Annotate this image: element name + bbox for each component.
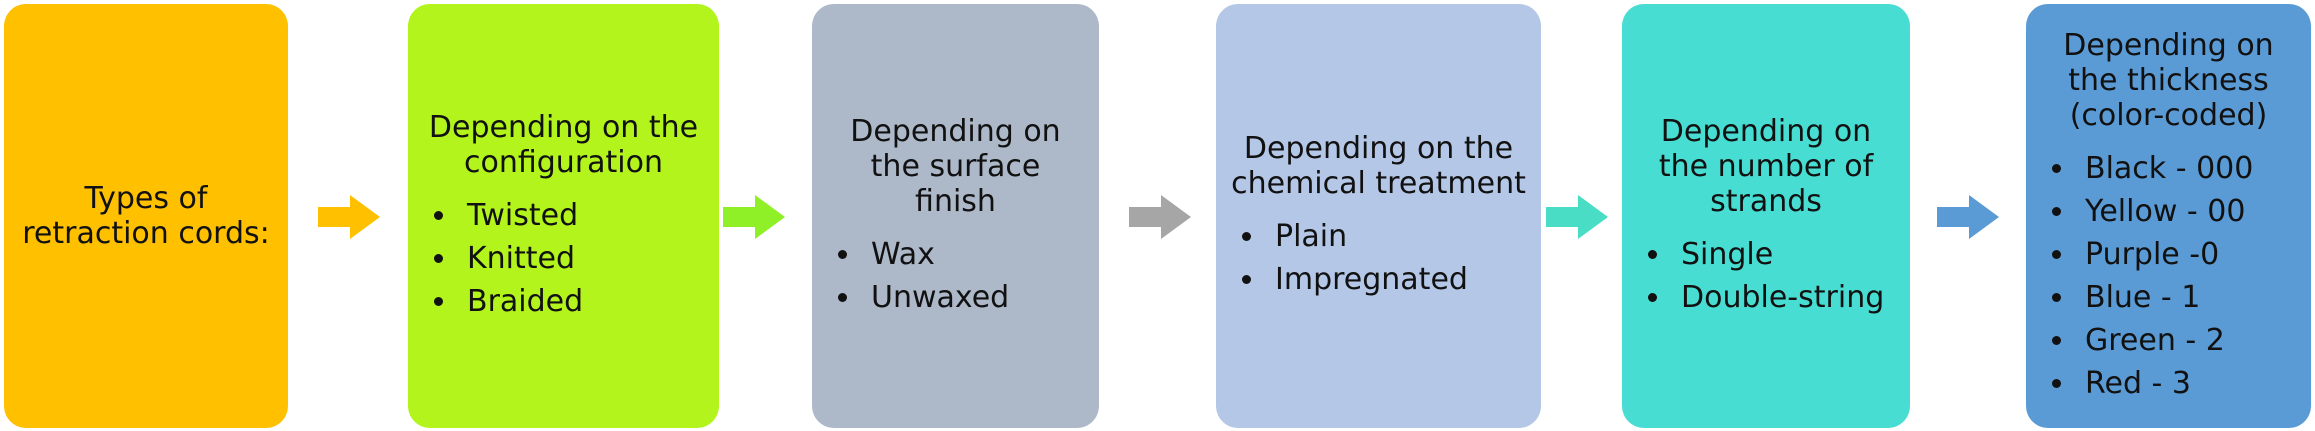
list-item: Blue - 1	[2052, 276, 2253, 319]
list-item: Braided	[434, 280, 583, 323]
step-box-configuration: Depending on the configuration Twisted K…	[408, 4, 719, 428]
step-title: Depending on the number of strands	[1658, 113, 1874, 219]
step-item-list: Wax Unwaxed	[838, 233, 1009, 319]
arrow-shape	[318, 195, 380, 239]
step-box-chemical-treatment: Depending on the chemical treatment Plai…	[1216, 4, 1541, 428]
step-title: Depending on the configuration	[428, 109, 699, 180]
arrow-shape	[1937, 195, 1999, 239]
arrow-shape	[723, 195, 785, 239]
step-item-list: Twisted Knitted Braided	[434, 194, 583, 323]
list-item: Plain	[1242, 215, 1468, 258]
arrow-right-icon	[318, 195, 380, 239]
step-title: Depending on the surface finish	[850, 113, 1061, 219]
step-box-surface-finish: Depending on the surface finish Wax Unwa…	[812, 4, 1099, 428]
step-item-list: Plain Impregnated	[1242, 215, 1468, 301]
arrow-shape	[1546, 195, 1608, 239]
list-item: Yellow - 00	[2052, 190, 2253, 233]
list-item: Single	[1648, 233, 1884, 276]
list-item: Wax	[838, 233, 1009, 276]
list-item: Green - 2	[2052, 319, 2253, 362]
step-item-list: Black - 000 Yellow - 00 Purple -0 Blue -…	[2052, 147, 2253, 405]
list-item: Double-string	[1648, 276, 1884, 319]
list-item: Red - 3	[2052, 362, 2253, 405]
arrow-right-icon	[1129, 195, 1191, 239]
list-item: Purple -0	[2052, 233, 2253, 276]
step-title: Depending on the chemical treatment	[1231, 131, 1526, 201]
arrow-right-icon	[723, 195, 785, 239]
list-item: Knitted	[434, 237, 583, 280]
arrow-shape	[1129, 195, 1191, 239]
step-title: Depending on the thickness (color-coded)	[2063, 27, 2274, 133]
step-title: Types of retraction cords:	[22, 181, 270, 251]
step-box-thickness: Depending on the thickness (color-coded)…	[2026, 4, 2311, 428]
step-item-list: Single Double-string	[1648, 233, 1884, 319]
step-box-types: Types of retraction cords:	[4, 4, 288, 428]
list-item: Twisted	[434, 194, 583, 237]
list-item: Black - 000	[2052, 147, 2253, 190]
arrow-right-icon	[1546, 195, 1608, 239]
list-item: Unwaxed	[838, 276, 1009, 319]
step-box-number-of-strands: Depending on the number of strands Singl…	[1622, 4, 1910, 428]
list-item: Impregnated	[1242, 258, 1468, 301]
arrow-right-icon	[1937, 195, 1999, 239]
